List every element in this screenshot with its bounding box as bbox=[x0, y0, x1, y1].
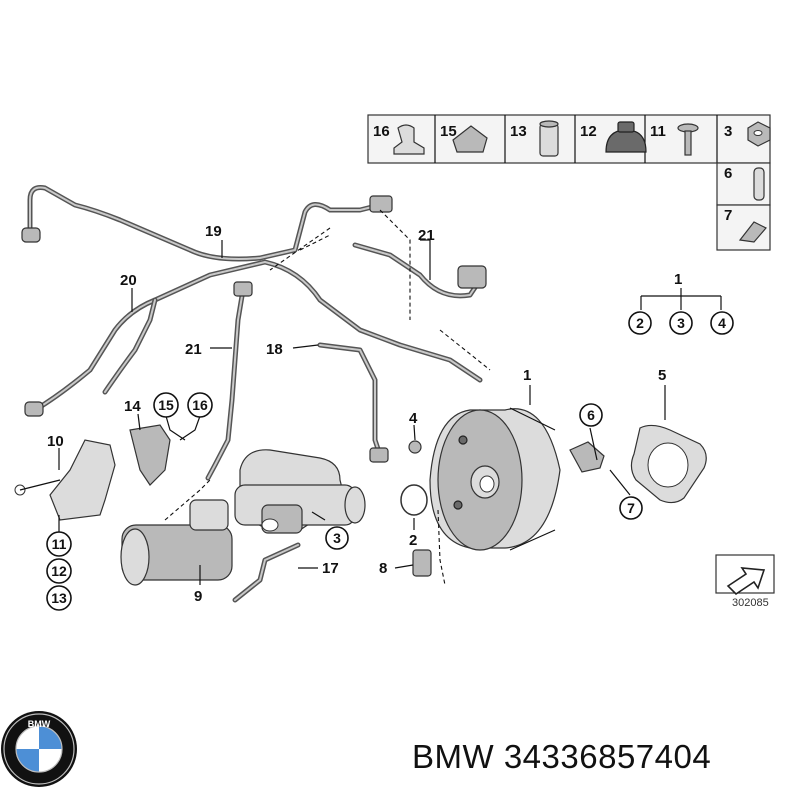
circle-2-label: 2 bbox=[636, 315, 644, 331]
diagram-code: 302085 bbox=[732, 597, 769, 609]
panel-row-box bbox=[367, 114, 771, 164]
footer-part-title: BMW 34336857404 bbox=[412, 738, 711, 776]
circle-11 bbox=[46, 531, 72, 557]
sleeve-13-icon bbox=[539, 123, 559, 157]
label-13: 13 bbox=[510, 123, 527, 140]
circle-3-group-label: 3 bbox=[677, 315, 685, 331]
circle-7-label: 7 bbox=[627, 500, 635, 516]
forward-arrow-icon bbox=[726, 567, 766, 596]
circle-2 bbox=[628, 311, 652, 335]
circle-15 bbox=[153, 392, 179, 418]
logo-quadrant-blue bbox=[39, 726, 62, 749]
circle-7 bbox=[619, 496, 643, 520]
leader-lines bbox=[58, 239, 722, 585]
circle-6 bbox=[579, 403, 603, 427]
direction-arrow-box bbox=[715, 554, 775, 596]
bracket-10 bbox=[49, 439, 116, 521]
footer-brand: BMW bbox=[412, 738, 495, 775]
label-6: 6 bbox=[724, 165, 732, 182]
sensor-8 bbox=[412, 549, 432, 577]
label-11: 11 bbox=[650, 123, 666, 140]
callout-19: 19 bbox=[205, 223, 222, 240]
callout-1-group: 1 bbox=[674, 271, 682, 288]
footer-part-number: 34336857404 bbox=[503, 738, 712, 775]
circle-13-label: 13 bbox=[51, 590, 67, 606]
logo-letters: BMW bbox=[28, 719, 51, 729]
bracket-14 bbox=[129, 424, 171, 486]
callout-10: 10 bbox=[47, 433, 64, 450]
clamp-16-icon bbox=[393, 124, 425, 155]
circle-4 bbox=[710, 311, 734, 335]
callout-9: 9 bbox=[194, 588, 202, 605]
vacuum-lines bbox=[21, 185, 491, 481]
small-parts-panel: 16 15 13 12 11 3 6 7 bbox=[367, 114, 771, 251]
callout-14: 14 bbox=[124, 398, 141, 415]
circle-16 bbox=[187, 392, 213, 418]
clip-7-icon bbox=[738, 221, 767, 243]
vacuum-pump bbox=[120, 479, 233, 586]
callout-18: 18 bbox=[266, 341, 283, 358]
circle-12-label: 12 bbox=[51, 563, 67, 579]
o-ring-2 bbox=[400, 484, 428, 516]
callout-5: 5 bbox=[658, 367, 666, 384]
label-3: 3 bbox=[724, 123, 732, 140]
label-16: 16 bbox=[373, 123, 390, 140]
circle-16-label: 16 bbox=[192, 397, 208, 413]
pin-6-icon bbox=[753, 167, 765, 201]
bmw-logo: BMW bbox=[1, 711, 77, 787]
circle-3 bbox=[325, 526, 349, 550]
label-7: 7 bbox=[724, 207, 732, 224]
callout-8: 8 bbox=[379, 560, 387, 577]
callout-17: 17 bbox=[322, 560, 339, 577]
circle-6-label: 6 bbox=[587, 407, 595, 423]
circle-4-label: 4 bbox=[718, 315, 726, 331]
label-12: 12 bbox=[580, 123, 597, 140]
callout-21-right: 21 bbox=[418, 227, 435, 244]
callout-2: 2 bbox=[409, 532, 417, 549]
callout-21-left: 21 bbox=[185, 341, 202, 358]
circle-13 bbox=[46, 585, 72, 611]
circle-15-label: 15 bbox=[158, 397, 174, 413]
circle-3-label: 3 bbox=[333, 530, 341, 546]
bracket-15-icon bbox=[452, 125, 488, 153]
callout-1: 1 bbox=[523, 367, 531, 384]
circle-3-group bbox=[669, 311, 693, 335]
nut-4 bbox=[408, 440, 422, 454]
callout-4: 4 bbox=[409, 410, 418, 427]
circle-12 bbox=[46, 558, 72, 584]
circle-11-label: 11 bbox=[52, 536, 67, 552]
callout-20: 20 bbox=[120, 272, 137, 289]
brake-booster bbox=[429, 407, 605, 551]
master-cylinder bbox=[234, 449, 366, 534]
label-15: 15 bbox=[440, 123, 457, 140]
